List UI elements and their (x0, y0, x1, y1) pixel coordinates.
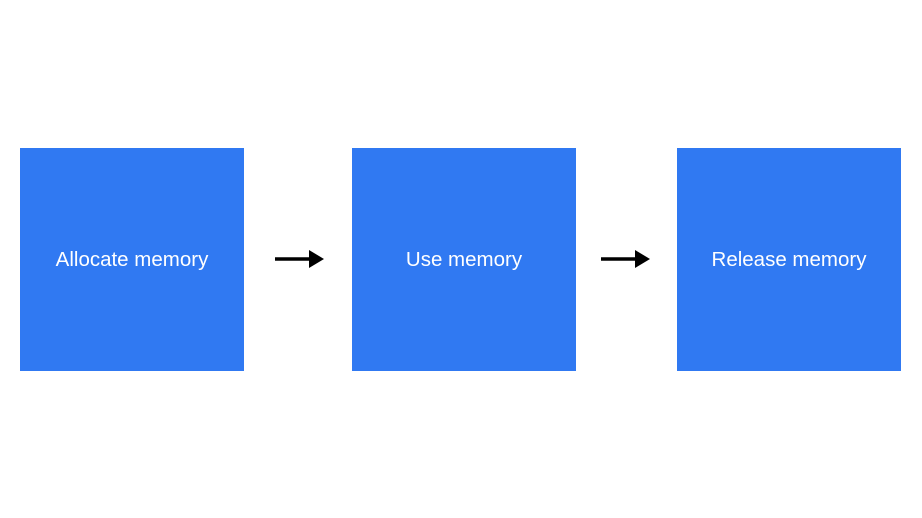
step-box-allocate-memory: Allocate memory (20, 148, 244, 371)
right-arrow-icon (601, 250, 650, 268)
right-arrow-icon (275, 250, 324, 268)
step-box-release-memory: Release memory (677, 148, 901, 371)
step-label: Allocate memory (55, 247, 209, 271)
step-label: Use memory (405, 247, 523, 271)
step-label: Release memory (711, 247, 867, 271)
step-box-use-memory: Use memory (352, 148, 576, 371)
